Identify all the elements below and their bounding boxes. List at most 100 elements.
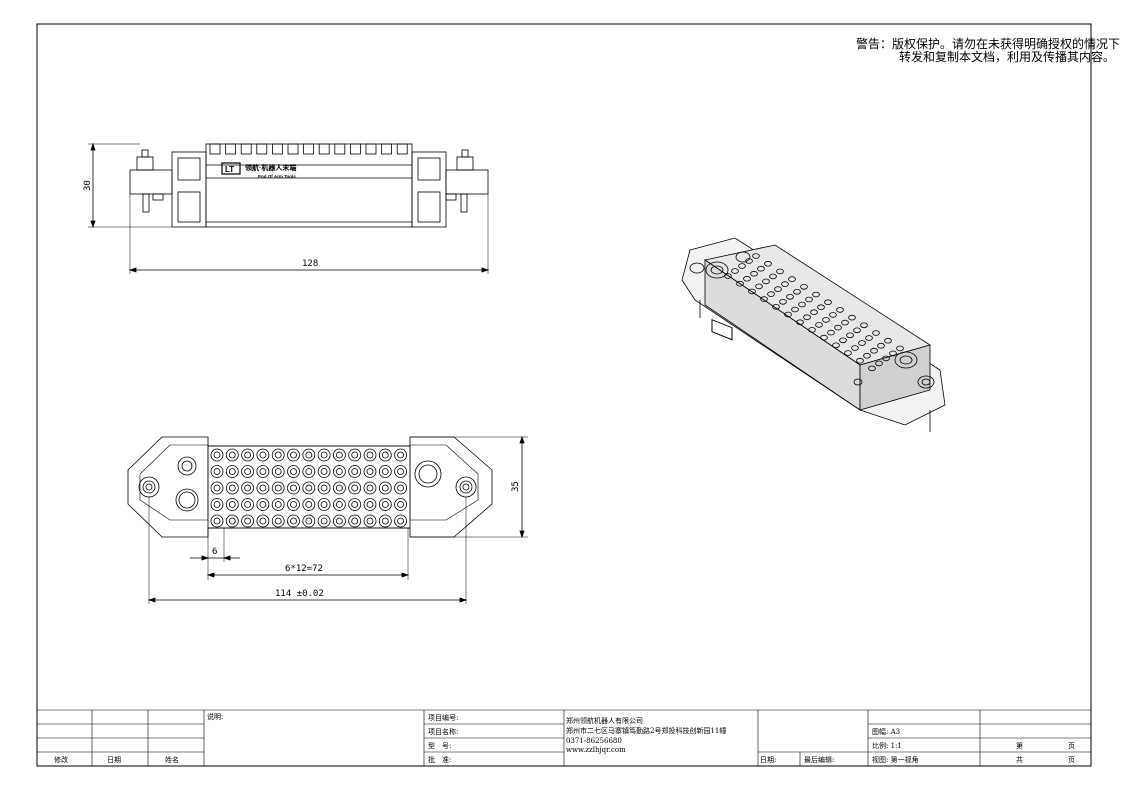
pin-socket: [302, 465, 316, 478]
pin-socket: [394, 481, 408, 495]
pin-socket: [332, 481, 346, 495]
pin-socket: [302, 498, 316, 511]
dim-pitch-total: 6*12=72: [285, 564, 323, 574]
total-label: 共: [1016, 756, 1023, 764]
iso-pin: [755, 283, 763, 290]
front-tooth: [381, 143, 393, 155]
iso-pin: [815, 322, 823, 328]
pin-contact: [397, 517, 405, 525]
iso-pin: [769, 273, 777, 280]
pin-socket: [241, 498, 255, 511]
front-tooth: [256, 143, 268, 155]
pin-contact: [320, 501, 328, 508]
iso-pin: [805, 296, 813, 303]
pin-socket: [317, 465, 331, 478]
pin-contact: [366, 501, 374, 508]
pin-contact: [259, 517, 267, 525]
pin-contact: [366, 468, 374, 475]
pin-socket: [378, 448, 392, 462]
pin-socket: [317, 514, 331, 528]
pin-socket: [363, 465, 377, 478]
iso-pin: [896, 345, 904, 352]
pin-contact: [381, 517, 389, 525]
iso-pin: [844, 350, 852, 356]
pin-contact: [244, 451, 252, 459]
pin-contact: [397, 484, 405, 492]
iso-pin: [772, 303, 780, 310]
pin-socket: [332, 448, 346, 462]
pin-socket: [225, 448, 239, 462]
pin-socket: [287, 514, 300, 528]
iso-pin: [752, 253, 760, 259]
pin-contact: [274, 501, 282, 508]
pin-socket: [241, 481, 255, 495]
iso-pin: [798, 301, 806, 308]
pin-contact: [213, 517, 221, 525]
pin-contact: [351, 468, 359, 475]
pin-socket: [225, 498, 239, 511]
iso-pin: [757, 265, 765, 272]
iso-pin: [829, 312, 837, 318]
pin-contact: [213, 468, 221, 475]
pin-socket: [363, 448, 377, 462]
pin-contact: [305, 517, 313, 525]
iso-pin: [851, 345, 859, 351]
iso-logo-icon: [711, 318, 733, 341]
pin-contact: [228, 517, 236, 525]
pin-contact: [228, 501, 236, 508]
iso-pin: [808, 327, 816, 333]
pin-contact: [244, 468, 252, 475]
company-website: www.zzlhjqr.com: [566, 746, 626, 754]
pin-contact: [259, 484, 267, 492]
iso-pin: [832, 342, 840, 349]
pin-socket: [241, 465, 255, 478]
pin-socket: [394, 514, 408, 528]
iso-pin: [860, 322, 868, 329]
pin-contact: [335, 468, 343, 475]
dim-top-height: 35: [511, 481, 521, 492]
pin-socket: [363, 498, 377, 511]
iso-pin: [793, 288, 801, 295]
pin-socket: [287, 498, 300, 511]
pin-contact: [366, 451, 374, 459]
pin-contact: [351, 501, 359, 508]
pin-contact: [213, 451, 221, 459]
front-tooth: [303, 143, 315, 155]
front-view: [88, 142, 490, 274]
front-tooth: [225, 143, 237, 155]
iso-pin: [796, 319, 804, 326]
pin-socket: [256, 498, 270, 511]
pin-socket: [302, 448, 316, 462]
dim-overall-width: 114 ±0.02: [275, 589, 324, 599]
warning-line1: 版权保护。请勿在未获得明确授权的情况下: [892, 37, 1121, 51]
pin-socket: [271, 514, 285, 528]
logo-abbr: LT: [225, 165, 234, 174]
pin-contact: [381, 484, 389, 492]
iso-pin: [750, 270, 758, 277]
pin-contact: [228, 484, 236, 492]
pin-socket: [394, 465, 408, 478]
iso-pin: [824, 299, 832, 306]
iso-pin: [841, 319, 849, 326]
pin-contact: [366, 517, 374, 525]
brand-name-en: End Of Arm Tools: [258, 174, 296, 179]
pin-socket: [317, 481, 331, 495]
pin-socket: [271, 481, 285, 495]
title-block: [37, 709, 1091, 766]
iso-pin: [836, 307, 844, 313]
pin-contact: [228, 468, 236, 475]
iso-pin: [748, 288, 756, 295]
iso-pin: [791, 306, 799, 313]
pin-contact: [320, 468, 328, 475]
iso-pin: [870, 347, 878, 354]
iso-pin: [738, 263, 746, 269]
pin-socket: [287, 481, 300, 495]
pin-socket: [287, 448, 300, 462]
lt-logo-icon: [221, 162, 241, 175]
isometric-view: [681, 237, 946, 432]
pin-socket: [256, 481, 270, 495]
brand-name-cn: 领航·机器人末端: [245, 163, 296, 172]
iso-pin: [822, 317, 830, 323]
pin-socket: [271, 448, 285, 462]
